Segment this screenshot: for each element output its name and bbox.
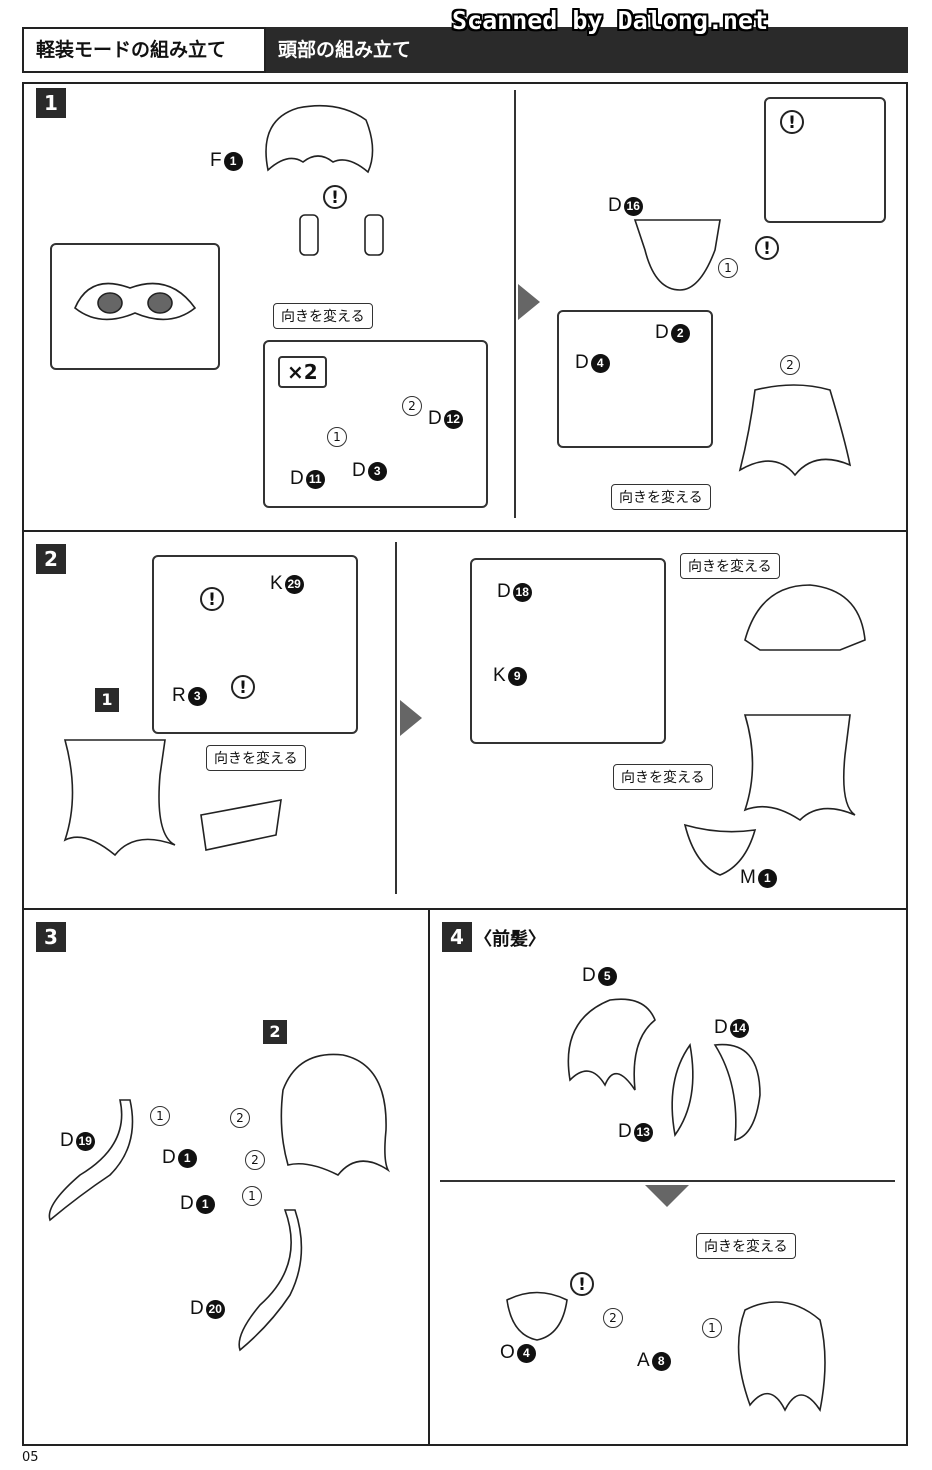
helmet-illustration xyxy=(744,584,866,651)
divider xyxy=(514,90,516,518)
subassembly-inset xyxy=(152,555,358,734)
head-base-illustration xyxy=(63,739,176,857)
warning-icon: ! xyxy=(200,587,224,611)
subsection-title: 頭部の組み立て xyxy=(266,27,908,73)
face-part-illustration xyxy=(506,1291,568,1341)
rotate-note: 向きを変える xyxy=(613,764,713,790)
head-assembly-illustration xyxy=(280,1053,391,1177)
step-2-number: 2 xyxy=(36,544,66,574)
order-marker: 2 xyxy=(402,396,422,416)
watermark: Scanned by Dalong.net xyxy=(452,6,769,35)
hair-back-illustration xyxy=(265,104,374,174)
ribbon-right-illustration xyxy=(238,1209,303,1352)
bang-piece-illustration xyxy=(713,1043,761,1142)
warning-icon: ! xyxy=(231,675,255,699)
rotate-note: 向きを変える xyxy=(696,1233,796,1259)
step-1-number: 1 xyxy=(36,88,66,118)
section-title: 軽装モードの組み立て xyxy=(22,27,266,73)
mouth-part-illustration xyxy=(683,823,757,876)
subassembly-inset xyxy=(470,558,666,744)
order-marker: 2 xyxy=(230,1108,250,1128)
warning-icon: ! xyxy=(755,236,779,260)
rotate-note: 向きを変える xyxy=(206,745,306,771)
step-3-number: 3 xyxy=(36,922,66,952)
step-4-number: 4 xyxy=(442,922,472,952)
next-arrow-icon xyxy=(400,700,422,736)
front-hair-illustration xyxy=(567,998,656,1091)
bang-piece-illustration xyxy=(671,1042,694,1138)
order-marker: 1 xyxy=(327,427,347,447)
head-base-illustration xyxy=(633,219,721,291)
order-marker: 1 xyxy=(242,1186,262,1206)
order-marker: 1 xyxy=(702,1318,722,1338)
divider xyxy=(440,1180,895,1182)
hair-detail-illustration xyxy=(74,282,197,321)
warning-icon: ! xyxy=(323,185,347,209)
order-marker: 2 xyxy=(245,1150,265,1170)
warning-icon: ! xyxy=(570,1272,594,1296)
front-hair-assembly-illustration xyxy=(737,1301,826,1413)
rotate-note: 向きを変える xyxy=(273,303,373,329)
head-assembly-illustration xyxy=(743,714,856,822)
step-reference: 1 xyxy=(95,688,119,712)
order-marker: 2 xyxy=(603,1308,623,1328)
order-marker: 2 xyxy=(780,355,800,375)
ribbon-left-illustration xyxy=(48,1099,134,1222)
face-plate-illustration xyxy=(200,799,282,851)
page-number: 05 xyxy=(22,1450,39,1465)
divider xyxy=(395,542,397,894)
order-marker: 1 xyxy=(718,258,738,278)
step-reference: 2 xyxy=(263,1020,287,1044)
next-arrow-icon xyxy=(518,284,540,320)
rotate-note: 向きを変える xyxy=(680,553,780,579)
hair-illustration xyxy=(738,384,852,477)
step-4-title: 〈前髪〉 xyxy=(474,929,546,950)
down-arrow-icon xyxy=(645,1185,689,1207)
warning-icon: ! xyxy=(780,110,804,134)
peg-parts-illustration xyxy=(299,214,384,256)
multiplier-badge: ×2 xyxy=(278,356,327,388)
rotate-note: 向きを変える xyxy=(611,484,711,510)
order-marker: 1 xyxy=(150,1106,170,1126)
